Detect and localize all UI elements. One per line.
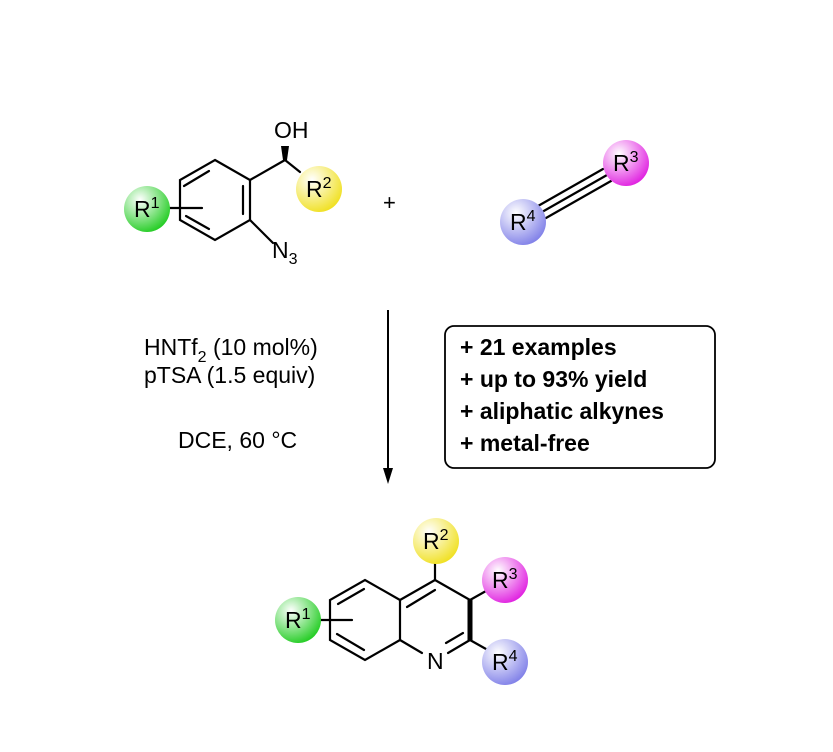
product-r1-label: R xyxy=(285,607,302,633)
r4-label: R xyxy=(510,209,527,235)
highlights-border xyxy=(444,325,716,469)
oh-wedge-bond xyxy=(281,146,289,160)
highlight-item: + up to 93% yield xyxy=(460,366,647,392)
product-r3-superscript: 3 xyxy=(509,566,518,583)
r4-ball-shape xyxy=(500,199,546,245)
ring-nitrogen-label: N xyxy=(427,648,444,674)
product-r3-ball-shape xyxy=(482,557,528,603)
azide-n: N xyxy=(272,237,289,263)
r3-ball-shape xyxy=(603,140,649,186)
product-r1-ball-shape xyxy=(275,597,321,643)
svg-text:R4: R4 xyxy=(492,648,518,675)
reaction-conditions: HNTf2 (10 mol%) pTSA (1.5 equiv) DCE, 60… xyxy=(144,334,318,453)
benzylic-bond xyxy=(248,158,287,182)
azide-label: N3 xyxy=(272,237,298,268)
reactant-azido-alcohol: OH N3 R1 R2 xyxy=(124,117,342,268)
product-r4-label: R xyxy=(492,649,509,675)
r2-label: R xyxy=(306,176,323,202)
product-r4-ball: R4 xyxy=(482,639,528,685)
arrow-head xyxy=(383,468,393,484)
r4-substituent-ball: R4 xyxy=(500,199,546,245)
reaction-arrow xyxy=(383,310,393,484)
reactant-alkyne: R4 R3 xyxy=(500,140,649,245)
svg-text:R1: R1 xyxy=(134,195,160,222)
product-r4-superscript: 4 xyxy=(509,648,518,665)
r1-label: R xyxy=(134,196,151,222)
highlight-item: + metal-free xyxy=(460,430,590,456)
svg-text:R4: R4 xyxy=(510,208,536,235)
r1-substituent-ball: R1 xyxy=(124,186,170,232)
svg-text:R1: R1 xyxy=(285,606,311,633)
svg-text:R2: R2 xyxy=(306,175,332,202)
additive-line: pTSA (1.5 equiv) xyxy=(144,362,315,388)
r2-ball-shape xyxy=(296,166,342,212)
azide-bond xyxy=(248,218,275,245)
azide-subscript: 3 xyxy=(289,251,298,268)
highlights-box: + 21 examples + up to 93% yield + alipha… xyxy=(444,325,716,469)
benzene-ring xyxy=(178,158,252,242)
r3-superscript: 3 xyxy=(630,149,639,166)
svg-text:R2: R2 xyxy=(423,527,449,554)
solvent-temp-line: DCE, 60 °C xyxy=(178,427,297,453)
highlight-item: + aliphatic alkynes xyxy=(460,398,664,424)
alkyne-bond-center xyxy=(540,173,609,214)
product-r4-ball-shape xyxy=(482,639,528,685)
r2-bond xyxy=(283,158,302,174)
highlight-item: + 21 examples xyxy=(460,334,617,360)
catalyst-line: HNTf2 (10 mol%) xyxy=(144,334,318,366)
svg-text:R3: R3 xyxy=(492,566,518,593)
product-quinoline: N R1 R2 R3 R4 xyxy=(275,518,528,685)
product-r1-superscript: 1 xyxy=(302,606,311,623)
catalyst-loading: (10 mol%) xyxy=(207,334,318,360)
product-r1-ball: R1 xyxy=(275,597,321,643)
r2-substituent-ball: R2 xyxy=(296,166,342,212)
r1-ball-shape xyxy=(124,186,170,232)
product-r3-ball: R3 xyxy=(482,557,528,603)
svg-text:N3: N3 xyxy=(272,237,298,268)
catalyst-name: HNTf xyxy=(144,334,198,360)
hydroxyl-label: OH xyxy=(274,117,309,143)
product-r3-label: R xyxy=(492,567,509,593)
pyridine-ring xyxy=(398,578,473,655)
product-r2-ball: R2 xyxy=(413,518,459,564)
r3-label: R xyxy=(613,150,630,176)
alkyne-bond-upper xyxy=(536,167,605,208)
svg-text:R3: R3 xyxy=(613,149,639,176)
alkyne-bond-lower xyxy=(544,179,613,220)
product-r2-ball-shape xyxy=(413,518,459,564)
product-r2-label: R xyxy=(423,528,440,554)
plus-sign: + xyxy=(383,190,396,215)
product-r2-superscript: 2 xyxy=(440,527,449,544)
r1-superscript: 1 xyxy=(151,195,160,212)
r4-superscript: 4 xyxy=(527,208,536,225)
r2-superscript: 2 xyxy=(323,175,332,192)
product-r4-bond xyxy=(468,638,488,651)
catalyst-subscript: 2 xyxy=(198,349,207,366)
product-r3-bond xyxy=(468,589,488,602)
r3-substituent-ball: R3 xyxy=(603,140,649,186)
